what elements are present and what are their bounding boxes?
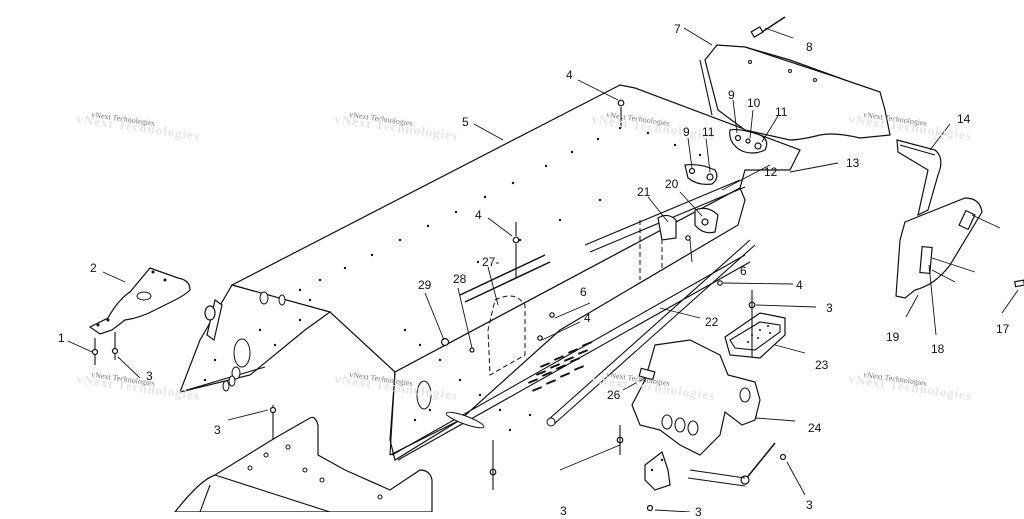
callout-4: 4 — [566, 68, 573, 82]
callout-3: 3 — [146, 369, 153, 383]
callout-24: 24 — [808, 421, 822, 435]
callout-1: 1 — [58, 331, 65, 345]
callout-7: 7 — [674, 22, 681, 36]
fasteners-left — [91, 332, 119, 365]
callout-9: 9 — [683, 125, 690, 139]
callout-18: 18 — [931, 342, 945, 356]
callout-3: 3 — [560, 504, 567, 518]
callout-20: 20 — [665, 177, 679, 191]
callout-6: 6 — [580, 285, 587, 299]
vent-slots — [527, 341, 593, 392]
callout-14: 14 — [957, 112, 971, 126]
callout-28: 28 — [453, 272, 467, 286]
callout-21: 21 — [637, 185, 651, 199]
callout-3: 3 — [806, 498, 813, 512]
bracket-part-2 — [88, 267, 191, 335]
rivet-dots — [203, 126, 702, 432]
bracket-part-19 — [895, 197, 1001, 299]
callout-29: 29 — [418, 278, 432, 292]
callout-4: 4 — [796, 278, 803, 292]
callout-3: 3 — [214, 423, 221, 437]
callout-4: 4 — [584, 311, 591, 325]
callout-2: 2 — [90, 261, 97, 275]
callout-10: 10 — [747, 96, 761, 110]
callout-13: 13 — [846, 156, 860, 170]
footrest-part-23 — [724, 312, 786, 359]
callout-23: 23 — [815, 358, 829, 372]
callout-17: 17 — [996, 322, 1010, 336]
base-panel — [174, 405, 433, 512]
callout-11: 11 — [702, 125, 715, 139]
callout-26: 26 — [607, 388, 621, 402]
rod-assembly — [644, 442, 776, 491]
callout-5: 5 — [462, 115, 469, 129]
callout-19: 19 — [886, 330, 900, 344]
callout-12: 12 — [764, 165, 778, 179]
callout-3: 3 — [826, 301, 833, 315]
callout-4: 4 — [475, 208, 482, 222]
leader-lines — [67, 27, 1019, 512]
callout-6: 6 — [740, 264, 747, 278]
callout-27: 27- — [482, 255, 500, 269]
rear-cover-part-7 — [699, 44, 891, 141]
callout-11: 11 — [775, 105, 788, 119]
callout-9: 9 — [728, 88, 735, 102]
bracket-part-14 — [896, 139, 942, 217]
callout-8: 8 — [806, 40, 813, 54]
mount-part-24 — [631, 339, 761, 456]
rivet-part-8 — [750, 16, 786, 38]
callout-22: 22 — [705, 315, 719, 329]
callout-3: 3 — [695, 505, 702, 519]
fastener-part-17 — [1014, 279, 1024, 288]
